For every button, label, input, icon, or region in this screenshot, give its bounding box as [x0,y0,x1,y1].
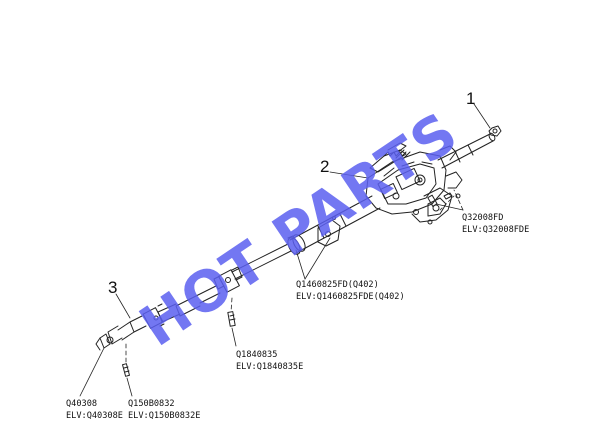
intermediate-shaft [195,243,292,304]
callout-1: 1 [466,89,475,108]
shaft-nut [488,125,502,137]
watermark-text: HOT PARTS [129,100,471,360]
lower-shaft-assembly [95,295,201,351]
upper-universal-joint [213,266,243,293]
watermark: HOT PARTS [129,100,471,360]
part-label-q40308-elv: ELV:Q40308E [66,411,123,421]
part-label-q32008fd-elv: ELV:Q32008FDE [462,225,529,235]
column-tube [287,195,381,255]
part-label-q32008fd-code: Q32008FD [462,213,503,223]
part-label-q40308-code: Q40308 [66,399,97,409]
leader-lines [79,103,491,397]
upper-column-housing [365,142,463,225]
part-label-q150b0832-code: Q150B0832 [128,399,175,409]
bolt-q150b0832 [122,363,130,377]
part-label-q150b0832-elv: ELV:Q150B0832E [128,411,200,421]
part-label-q1460825fd-elv: ELV:Q1460825FDE(Q402) [296,292,405,302]
callout-3: 3 [108,278,117,297]
bolt-q32008fd [427,194,438,207]
callout-2: 2 [320,157,329,176]
bolt-q1840835 [227,311,236,327]
housing-spring [383,151,407,157]
tube-clamp-ring [287,234,306,255]
steering-column-drawing [79,103,502,397]
part-label-q1840835-elv: ELV:Q1840835E [236,362,303,372]
part-label-q1460825fd-code: Q1460825FD(Q402) [296,280,379,290]
part-label-q1840835-code: Q1840835 [236,350,277,360]
